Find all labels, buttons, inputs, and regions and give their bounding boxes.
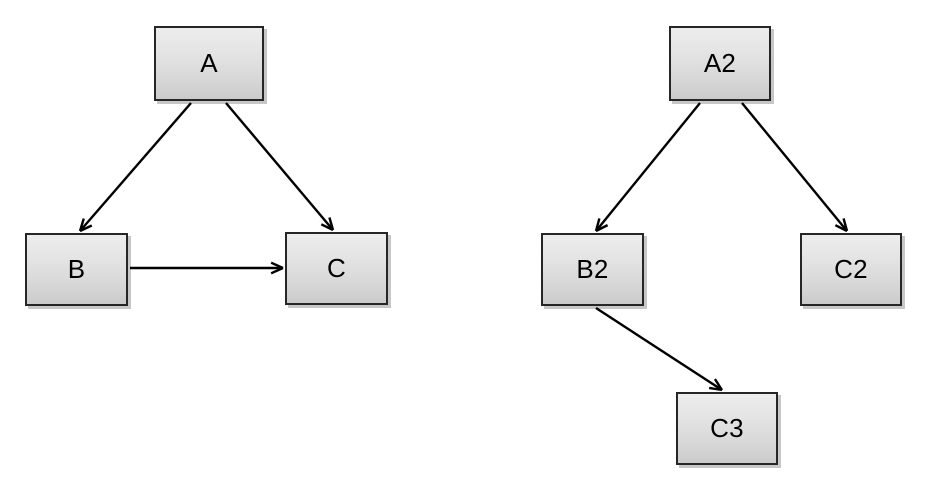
node-B2[interactable]: B2 [541, 233, 644, 306]
edge-A2-to-B2 [594, 102, 701, 233]
arrowhead-barb-1 [270, 266, 284, 275]
node-B[interactable]: B [25, 233, 128, 306]
edge-A-to-C [225, 102, 335, 232]
node-A-label: A [200, 47, 218, 78]
arrowhead-barb-2 [328, 217, 335, 231]
edge-line [595, 306, 722, 391]
edge-B2-to-C3 [595, 306, 724, 392]
edge-A2-to-C2 [741, 102, 849, 233]
arrowhead-barb-1 [78, 218, 85, 232]
edge-A-to-B [78, 102, 192, 233]
node-A2[interactable]: A2 [669, 26, 771, 101]
arrowhead-barb-2 [713, 378, 724, 391]
node-C-label: C [327, 252, 346, 283]
node-C[interactable]: C [285, 232, 388, 305]
node-B2-label: B2 [576, 253, 609, 284]
node-A[interactable]: A [154, 26, 264, 101]
edge-line [225, 102, 333, 230]
arrowhead-barb-2 [270, 261, 284, 270]
node-A2-label: A2 [703, 47, 737, 78]
arrowhead-barb-1 [320, 223, 334, 232]
node-C2-label: C2 [834, 253, 868, 284]
arrowhead-barb-1 [834, 224, 848, 233]
edge-line [741, 102, 847, 231]
arrowhead-barb-2 [842, 218, 849, 232]
arrowhead-barb-2 [79, 224, 93, 233]
arrowhead-barb-1 [708, 386, 723, 392]
node-C3-label: C3 [710, 412, 744, 443]
node-C2[interactable]: C2 [800, 233, 902, 306]
edge-B-to-C [130, 261, 284, 275]
edge-line [596, 102, 701, 231]
arrowhead-barb-2 [595, 224, 609, 233]
node-C3[interactable]: C3 [676, 392, 778, 465]
node-B-label: B [67, 253, 86, 284]
arrowhead-barb-1 [594, 218, 601, 232]
edge-line [80, 102, 192, 231]
